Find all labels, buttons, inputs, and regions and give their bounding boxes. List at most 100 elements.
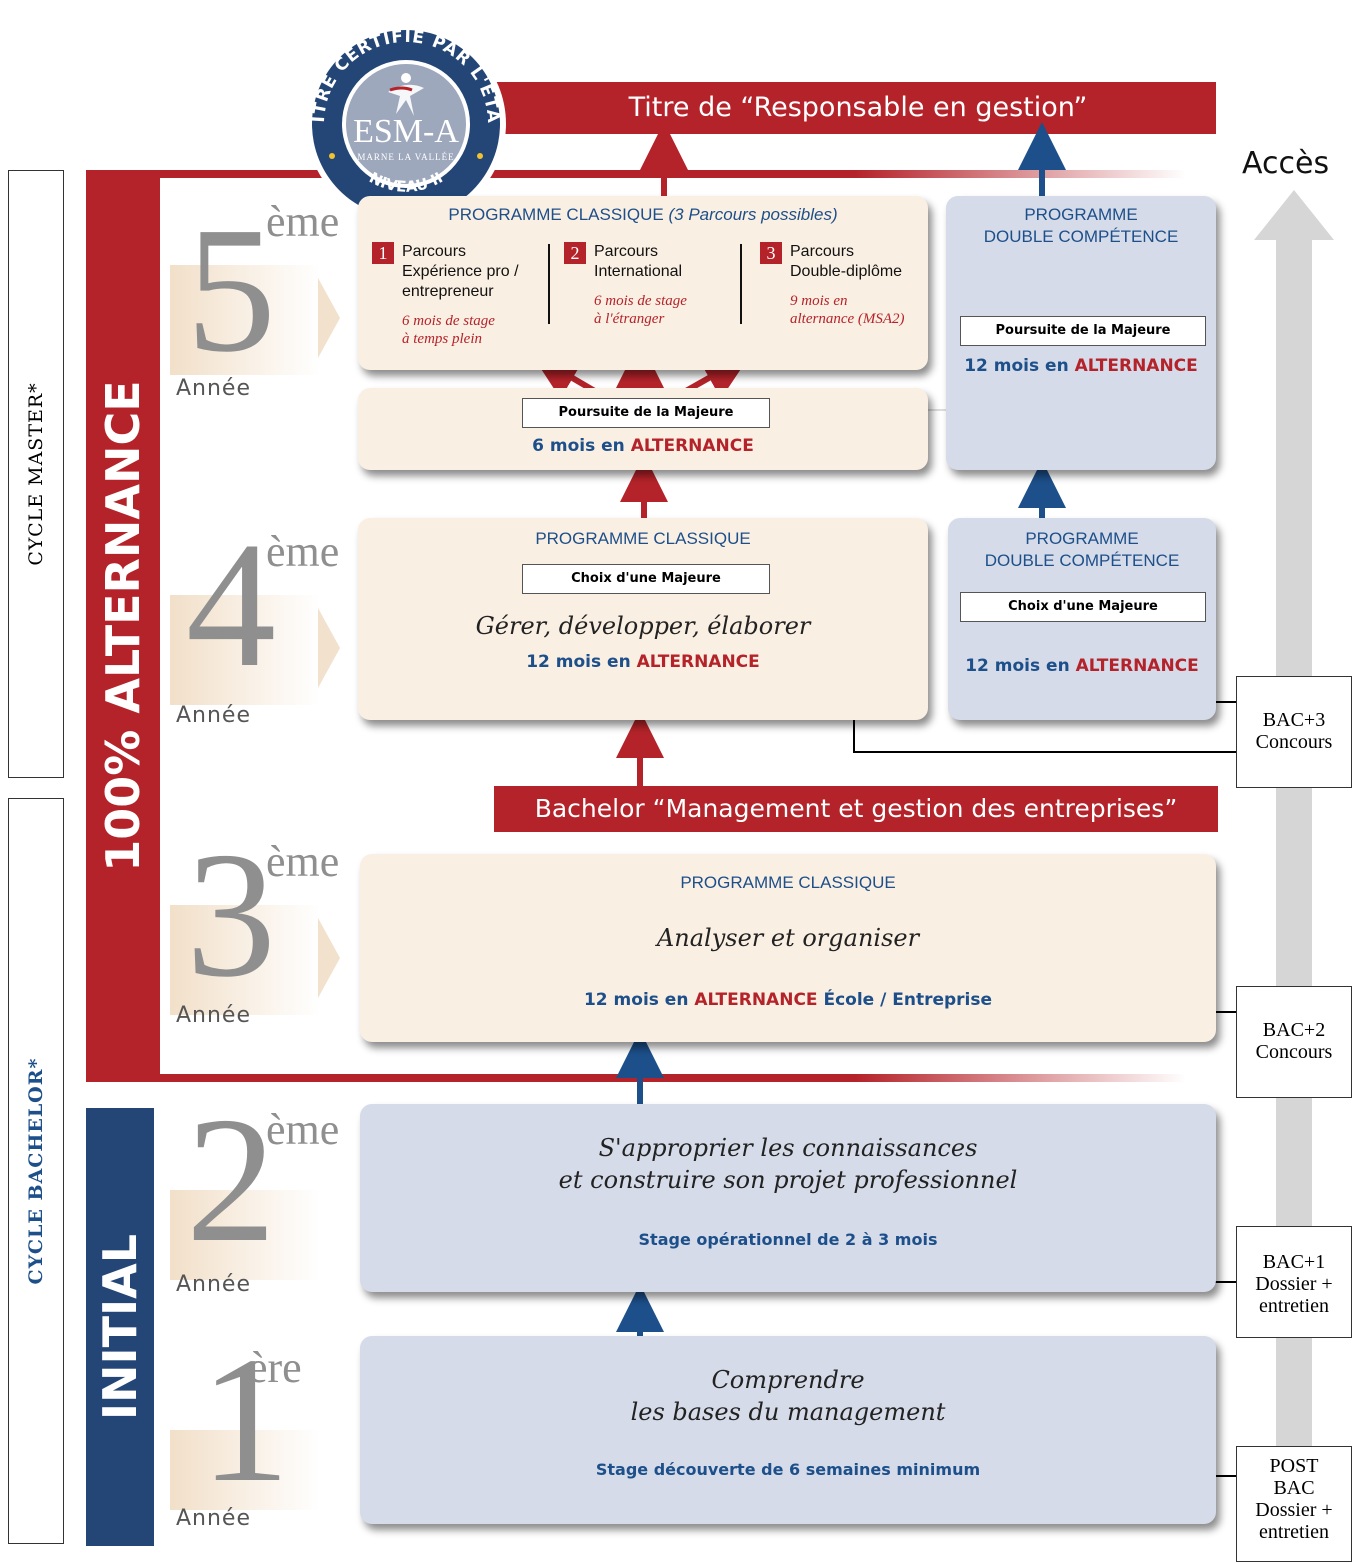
parcours-3-detail2: alternance (MSA2) (790, 311, 905, 327)
y5-double-alt-word: ALTERNANCE (1074, 356, 1198, 376)
y5-double-boxed-label: Poursuite de la Majeure (960, 316, 1206, 346)
access-postbac-line2: BAC (1273, 1477, 1315, 1499)
y2-italic-line2: et construire son projet professionnel (558, 1166, 1018, 1194)
access-bac1-line1: BAC+1 (1262, 1251, 1326, 1273)
top-title-text: Titre de “Responsable en gestion” (628, 92, 1088, 123)
year2-suffix: ème (266, 1105, 340, 1154)
y1-italic-line1: Comprendre (711, 1366, 865, 1394)
y4-double-box: PROGRAMME DOUBLE COMPÉTENCE Choix d'une … (948, 518, 1216, 720)
alternance-frame-bottom (86, 1074, 1186, 1082)
y5-double-box: PROGRAMME DOUBLE COMPÉTENCE Poursuite de… (946, 196, 1216, 470)
y5-sub-alt-word: ALTERNANCE (630, 436, 754, 456)
parcours-2-line2: International (594, 263, 683, 280)
parcours-3-line1: Parcours (790, 243, 855, 260)
y5-classic-title: PROGRAMME CLASSIQUE (3 Parcours possible… (358, 204, 928, 226)
y3-italic: Analyser et organiser (656, 924, 920, 952)
year5-number: 5 (186, 190, 276, 389)
y5-double-title-line2: DOUBLE COMPÉTENCE (983, 227, 1179, 246)
year3-number: 3 (186, 815, 276, 1014)
parcours-1-number: 1 (372, 242, 394, 264)
year4-suffix: ème (266, 527, 340, 576)
y4-classic-box: PROGRAMME CLASSIQUE Choix d'une Majeure … (358, 518, 928, 720)
bachelor-banner-text: Bachelor “Management et gestion des entr… (534, 794, 1178, 823)
parcours-1: 1 Parcours Expérience pro / entrepreneur… (372, 242, 552, 362)
parcours-3: 3 Parcours Double-diplôme 9 mois en alte… (760, 242, 930, 362)
y3-classic-box: PROGRAMME CLASSIQUE Analyser et organise… (360, 854, 1216, 1042)
y5-double-alternance: 12 mois en ALTERNANCE (946, 356, 1216, 376)
y4-italic: Gérer, développer, élaborer (475, 612, 811, 640)
year4-chevron (318, 608, 340, 688)
y4-double-title-line2: DOUBLE COMPÉTENCE (984, 551, 1180, 570)
y3-alternance: 12 mois en ALTERNANCE École / Entreprise (360, 990, 1216, 1010)
parcours-separator-1 (548, 244, 550, 324)
year1-number: 1 (200, 1320, 290, 1519)
y4-double-alternance: 12 mois en ALTERNANCE (948, 656, 1216, 676)
access-bac3-line1: BAC+3 (1262, 709, 1326, 731)
parcours-2-number: 2 (564, 242, 586, 264)
access-bac3: BAC+3 Concours (1236, 676, 1352, 788)
year4-shade (170, 595, 320, 705)
y5-double-title-line1: PROGRAMME (1024, 205, 1138, 224)
alternance-frame-top (86, 170, 1186, 178)
access-up-arrow-icon (1254, 190, 1334, 1560)
access-bac2-line2: Concours (1255, 1041, 1333, 1063)
y4-alternance: 12 mois en ALTERNANCE (358, 652, 928, 672)
cycle-bachelor-box: CYCLE BACHELOR* (8, 798, 64, 1544)
parcours-2-line1: Parcours (594, 243, 659, 260)
y4-alt-word: ALTERNANCE (636, 652, 760, 672)
y4-double-title-line1: PROGRAMME (1025, 529, 1139, 548)
certification-badge: TITRE CERTIFIE PAR L'ETAT NIVEAU II ESM-… (302, 20, 506, 224)
parcours-2: 2 Parcours International 6 mois de stage… (564, 242, 734, 362)
bachelor-banner: Bachelor “Management et gestion des entr… (494, 786, 1218, 832)
year1-suffix: ère (248, 1343, 302, 1392)
year2-label: Année (176, 1272, 252, 1297)
y5-classic-sub-box: Poursuite de la Majeure 6 mois en ALTERN… (358, 388, 928, 470)
cycle-master-box: CYCLE MASTER* (8, 170, 64, 778)
initial-band: INITIAL (86, 1108, 154, 1546)
y5-sub-alternance: 6 mois en ALTERNANCE (358, 436, 928, 456)
access-bac1-line2: Dossier + (1255, 1273, 1333, 1295)
parcours-1-line1: Parcours (402, 243, 467, 260)
top-title-banner: Titre de “Responsable en gestion” (420, 82, 1216, 134)
badge-subtitle: MARNE LA VALLÉE (357, 152, 454, 162)
y4-boxed-label: Choix d'une Majeure (522, 564, 770, 594)
badge-star-left-icon (329, 153, 335, 159)
badge-logo: ESM-A (353, 113, 459, 150)
y3-title: PROGRAMME CLASSIQUE (680, 873, 896, 892)
parcours-1-detail1: 6 mois de stage (402, 313, 495, 329)
year5-chevron (318, 278, 340, 358)
y5-classic-subtitle: (3 Parcours possibles) (668, 205, 838, 224)
year1-shade (170, 1430, 320, 1510)
access-bac3-line2: Concours (1255, 731, 1333, 753)
y5-classic-box: PROGRAMME CLASSIQUE (3 Parcours possible… (358, 196, 928, 370)
y4-alt-prefix: 12 mois en (526, 652, 631, 672)
access-bac2: BAC+2 Concours (1236, 986, 1352, 1098)
y4-double-alt-word: ALTERNANCE (1075, 656, 1199, 676)
y5-classic-title-text: PROGRAMME CLASSIQUE (448, 205, 664, 224)
y2-box: S'approprier les connaissances et constr… (360, 1104, 1216, 1292)
access-postbac-line1: POST (1269, 1455, 1319, 1477)
access-postbac-line4: entretien (1259, 1521, 1329, 1543)
year4-label: Année (176, 703, 252, 728)
alternance-band: 100% ALTERNANCE (86, 170, 160, 1082)
y4-classic-title: PROGRAMME CLASSIQUE (535, 529, 751, 548)
parcours-1-detail2: à temps plein (402, 331, 482, 347)
access-bac2-line1: BAC+2 (1262, 1019, 1326, 1041)
parcours-3-number: 3 (760, 242, 782, 264)
y4-double-boxed-label: Choix d'une Majeure (960, 592, 1206, 622)
year3-chevron (318, 918, 340, 998)
y2-italic-line1: S'approprier les connaissances (598, 1134, 978, 1162)
parcours-2-detail1: 6 mois de stage (594, 293, 687, 309)
access-postbac: POST BAC Dossier + entretien (1236, 1446, 1352, 1562)
year3-shade (170, 905, 320, 1015)
y4-double-alt-prefix: 12 mois en (965, 656, 1070, 676)
access-title: Accès (1242, 146, 1330, 181)
parcours-3-detail1: 9 mois en (790, 293, 848, 309)
y3-alt-prefix: 12 mois en (583, 990, 689, 1010)
year5-suffix: ème (266, 197, 340, 246)
badge-figure-icon (388, 73, 424, 116)
year2-shade (170, 1190, 320, 1280)
parcours-1-line3: entrepreneur (402, 283, 494, 300)
year2-number: 2 (186, 1080, 276, 1279)
y1-box: Comprendre les bases du management Stage… (360, 1336, 1216, 1524)
